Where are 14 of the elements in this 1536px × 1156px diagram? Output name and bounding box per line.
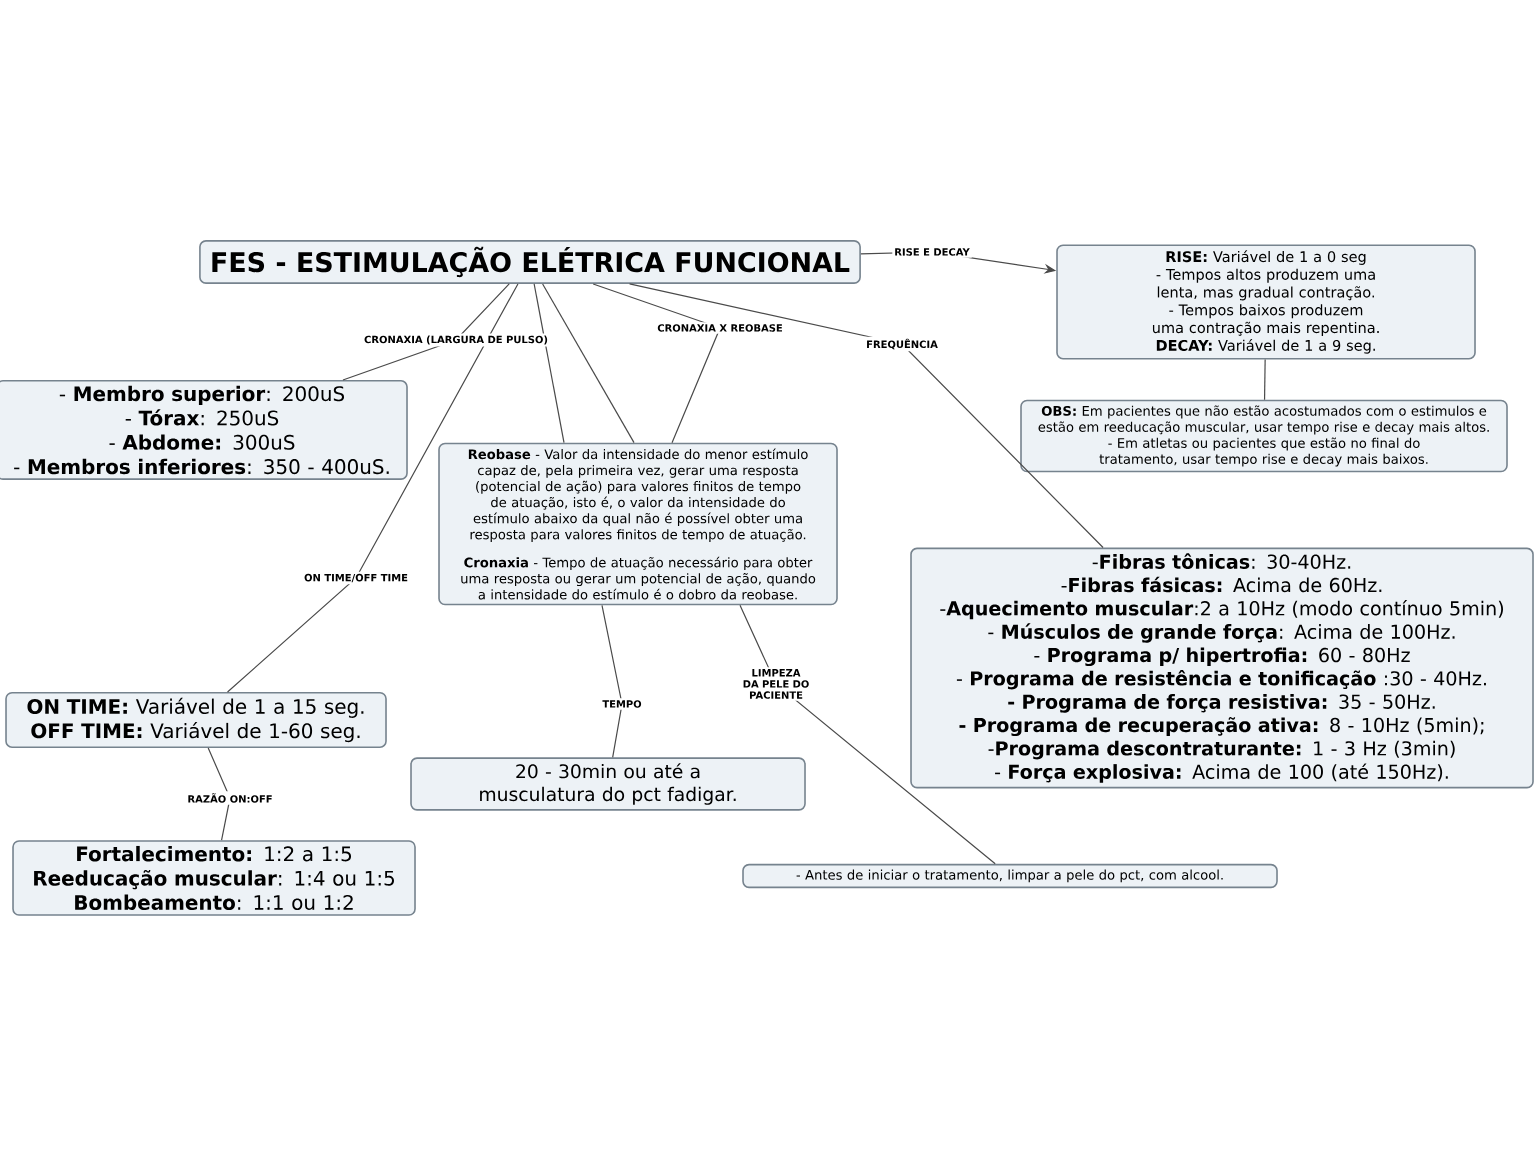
connector-line bbox=[342, 283, 510, 381]
connector-line bbox=[629, 283, 1104, 549]
topic-box: Fortalecimento: 1:2 a 1:5 Reeducação muscular: 1:4 ou 1:5 Bombeamento: 1:1 ou 1:2 bbox=[12, 840, 416, 916]
connector-line bbox=[533, 283, 565, 444]
connector-line bbox=[542, 283, 635, 444]
topic-box: - Membro superior: 200uS - Tórax: 250uS - Abdome: 300uS - Membros inferiores: 350 - 400uS. bbox=[0, 380, 408, 480]
connector-line bbox=[1263, 358, 1266, 401]
connector-line bbox=[601, 604, 623, 758]
connector-line bbox=[226, 283, 519, 693]
topic-box: -Fibras tônicas: 30-40Hz. -Fibras fásicas: Acima de 60Hz. -Aquecimento muscular:2 a 10Hz (modo contínuo 5min) - Músculos de grande força: Acima de 100Hz. - Programa p/ hipertrofia: 60 - 80Hz - Programa de resistência e tonificação :30 - 40Hz. - Programa de força resistiva: 35 - 50Hz. - Programa de recuperação ativa: 8 - 10Hz (5min); -Programa descontraturante: 1 - 3 Hz (3min) - Força explosiva: Acima de 100 (até 150Hz). bbox=[910, 547, 1534, 789]
central-topic-box: FES - ESTIMULAÇÃO ELÉTRICA FUNCIONAL bbox=[199, 240, 861, 284]
topic-box: ON TIME: Variável de 1 a 15 seg. OFF TIME: Variável de 1-60 seg. bbox=[5, 692, 387, 748]
topic-box: 20 - 30min ou até a musculatura do pct fadigar. bbox=[410, 757, 806, 811]
connector-line bbox=[592, 283, 721, 444]
